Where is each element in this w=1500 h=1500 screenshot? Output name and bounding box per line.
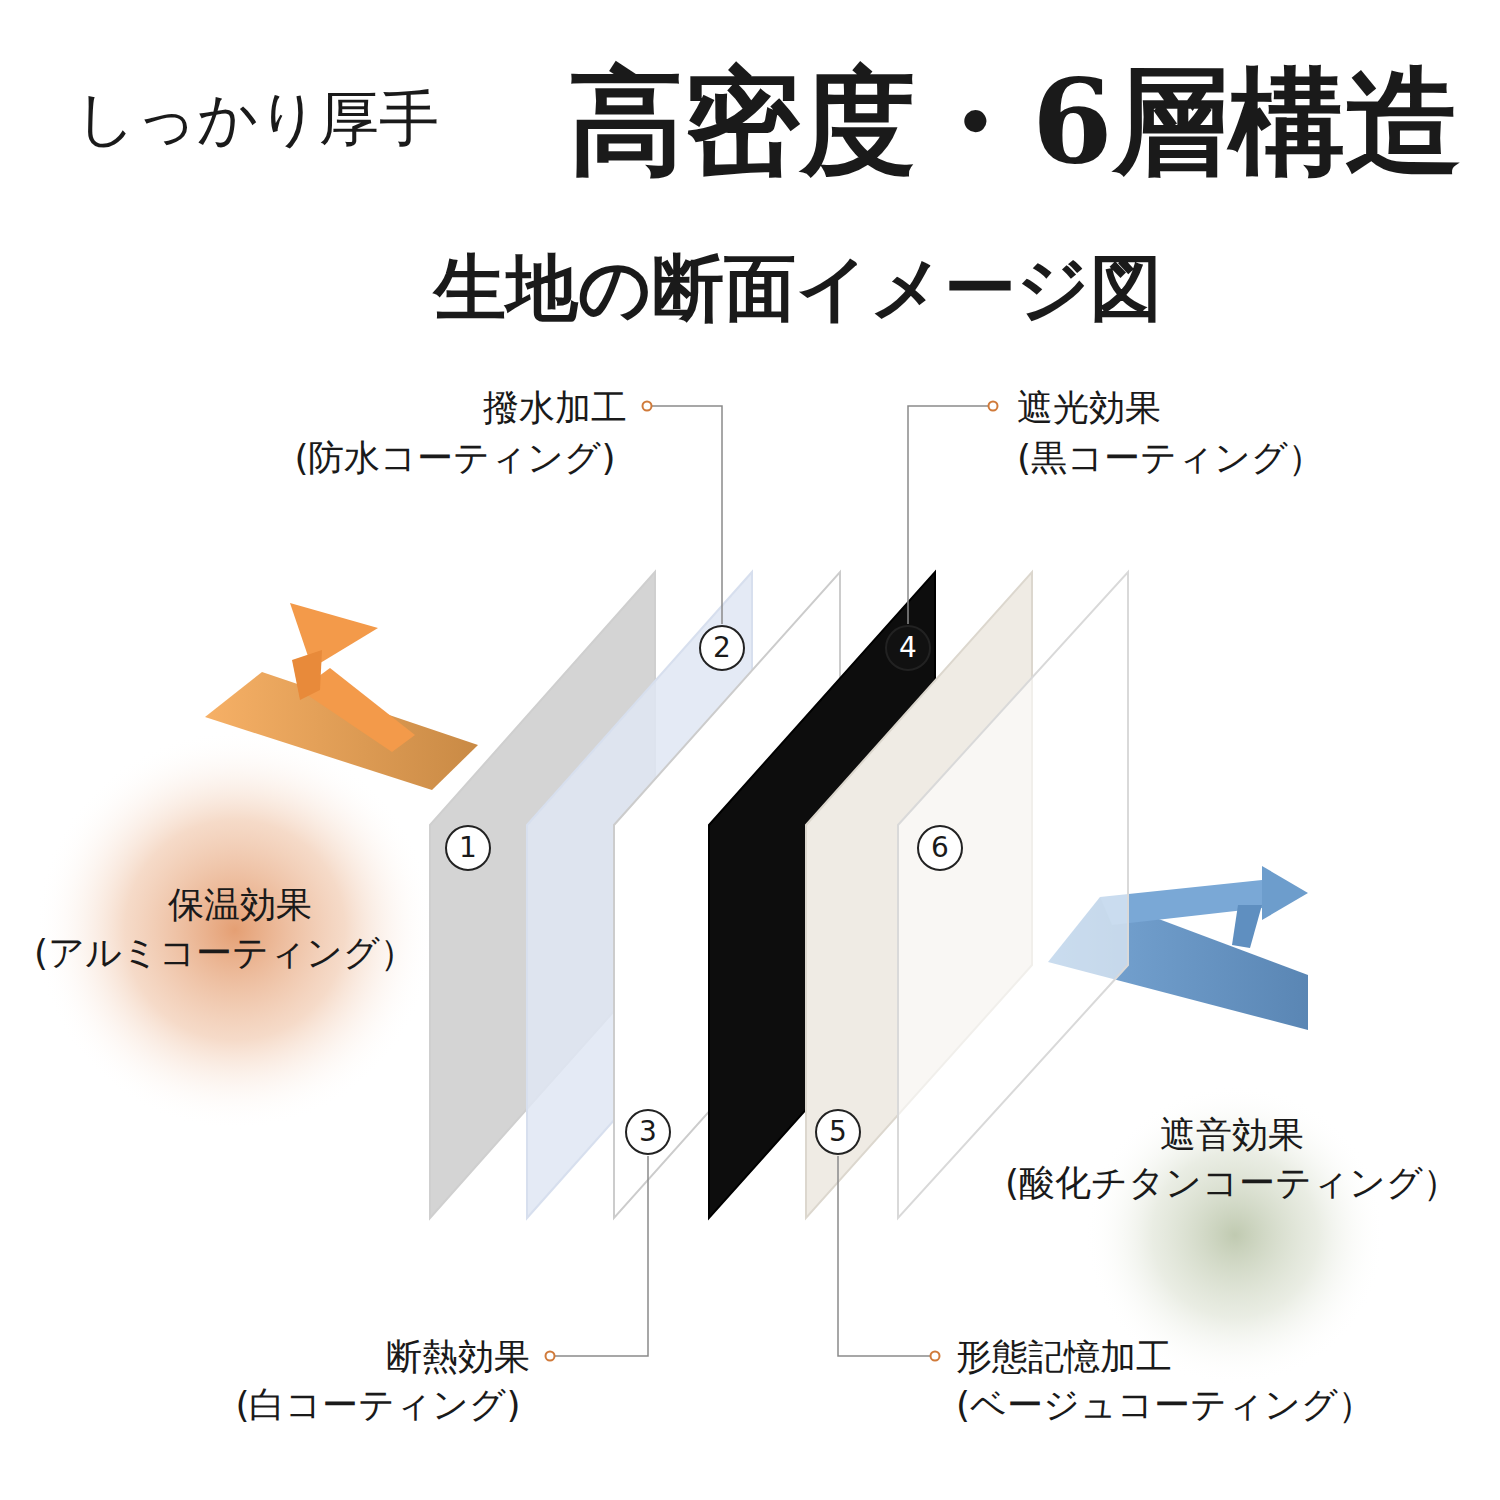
feature-label: 断熱効果 [386,1336,530,1377]
feature-label: 撥水加工 [483,387,627,428]
section-heading: 生地の断面イメージ図 [434,247,1162,330]
feature-label: 遮光効果 [1017,387,1161,428]
callout-circles [446,626,962,1154]
feature-label: 遮音効果 [1160,1114,1304,1155]
coating-label: (白コーティング) [235,1384,520,1425]
coating-label: (酸化チタンコーティング） [1005,1162,1459,1203]
coating-label: (黒コーティング） [1017,437,1324,478]
titanium-layer [898,572,1128,1218]
coating-label: (ベージュコーティング） [956,1384,1374,1425]
feature-label: 保温効果 [168,884,312,925]
callout-number: 2 [713,632,731,664]
coating-label: (防水コーティング) [294,437,615,478]
callout-number: 4 [899,632,917,664]
fabric-layers [430,572,1128,1218]
callout-number: 3 [639,1116,657,1148]
subtitle-light: しっかり厚手 [75,84,439,153]
leader-lines [555,406,988,1356]
page-title: 高密度・6層構造 [568,55,1461,188]
callout-number: 6 [931,832,949,864]
warm-glow [35,730,435,1130]
feature-label: 形態記憶加工 [956,1336,1172,1377]
warm-arrow [205,603,478,790]
callout-number: 5 [829,1116,847,1148]
callout-number: 1 [459,832,477,864]
leader-dots [546,402,998,1361]
coating-label: (アルミコーティング） [34,932,416,973]
